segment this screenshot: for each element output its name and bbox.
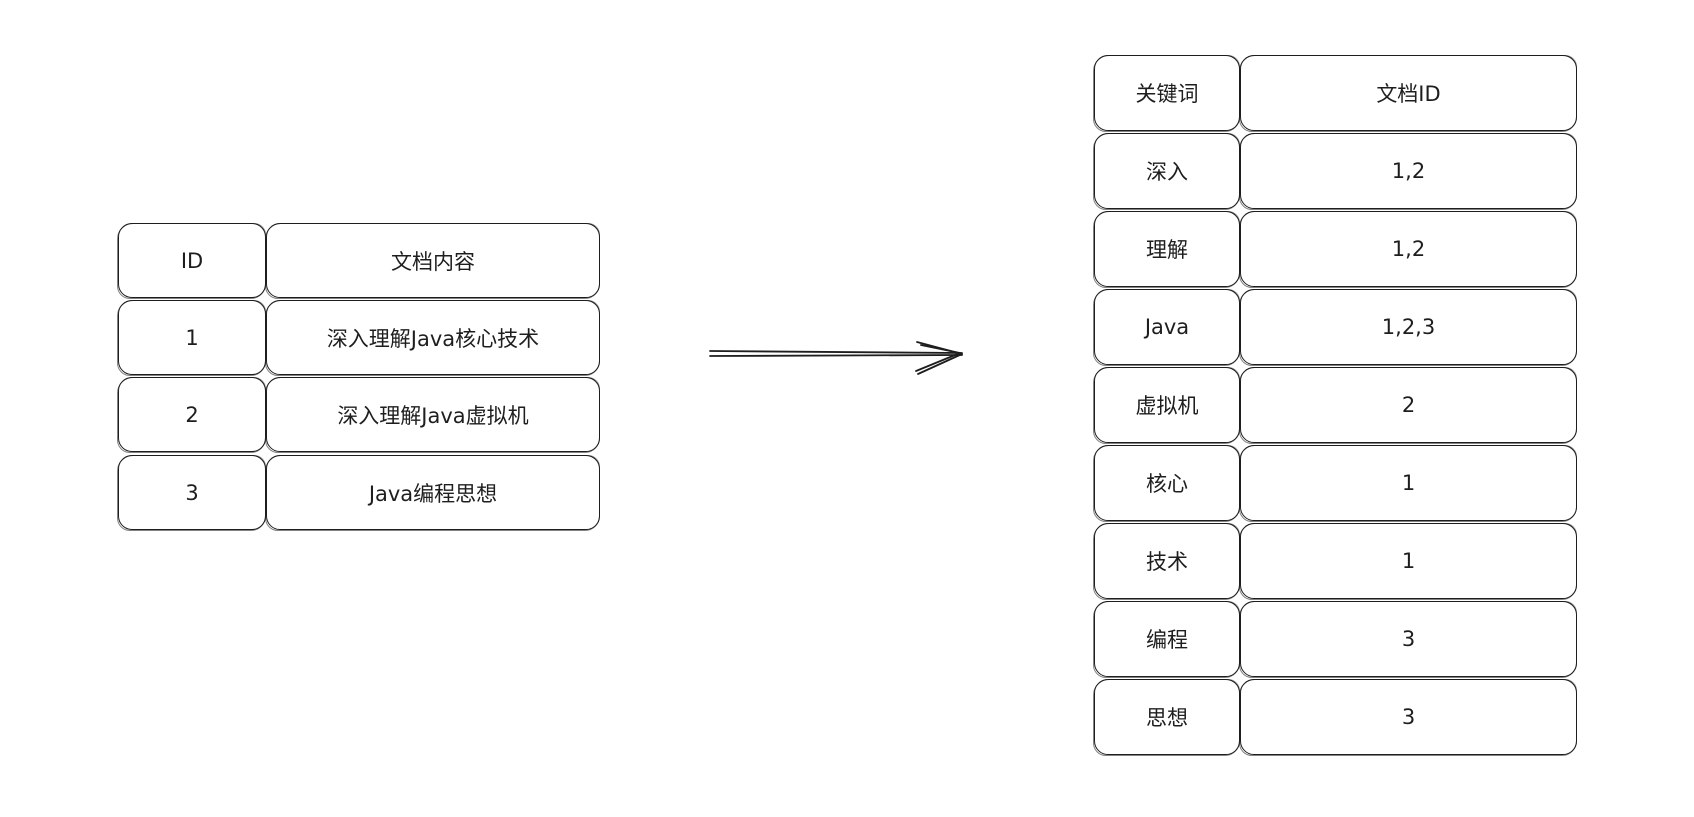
index-row-8-keyword: 思想 bbox=[1093, 679, 1240, 756]
index-row-3-keyword: Java bbox=[1093, 289, 1240, 366]
index-row-2-doc-ids: 1,2 bbox=[1239, 211, 1577, 288]
index-row-6-doc-ids: 1 bbox=[1239, 523, 1577, 600]
index-row-5-doc-ids: 1 bbox=[1239, 445, 1577, 522]
index-row-4-keyword: 虚拟机 bbox=[1093, 367, 1240, 444]
doc-ids-header: 文档ID bbox=[1239, 55, 1577, 132]
keyword-header: 关键词 bbox=[1093, 55, 1240, 132]
index-row-7-doc-ids: 3 bbox=[1239, 601, 1577, 678]
index-row-7-keyword: 编程 bbox=[1093, 601, 1240, 678]
index-row-6-keyword: 技术 bbox=[1093, 523, 1240, 600]
index-row-3-doc-ids: 1,2,3 bbox=[1239, 289, 1577, 366]
index-row-2-keyword: 理解 bbox=[1093, 211, 1240, 288]
index-row-8-doc-ids: 3 bbox=[1239, 679, 1577, 756]
index-row-1-keyword: 深入 bbox=[1093, 133, 1240, 210]
index-row-5-keyword: 核心 bbox=[1093, 445, 1240, 522]
index-row-4-doc-ids: 2 bbox=[1239, 367, 1577, 444]
index-row-1-doc-ids: 1,2 bbox=[1239, 133, 1577, 210]
